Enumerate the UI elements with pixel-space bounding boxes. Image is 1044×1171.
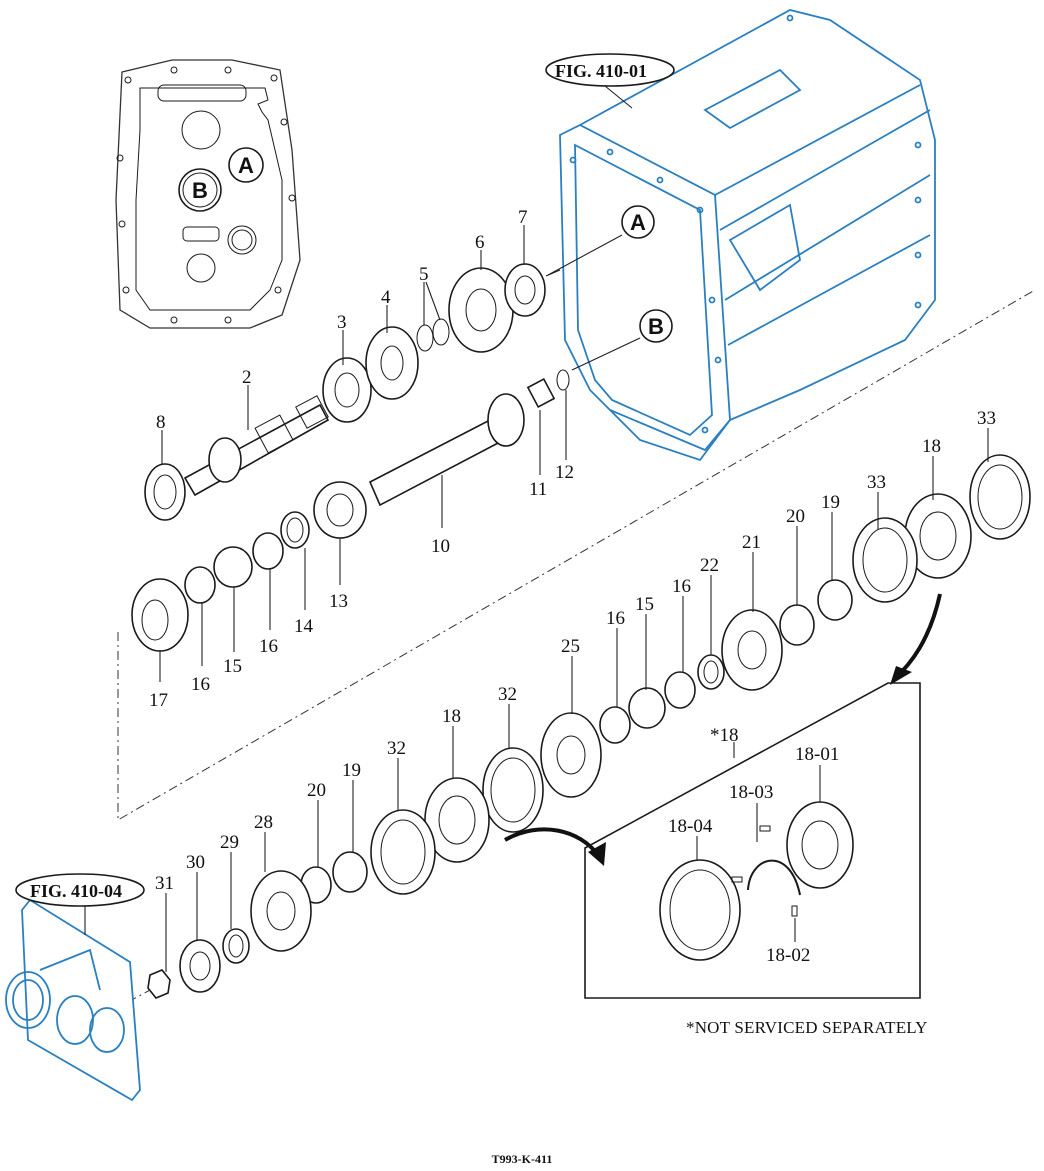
marker-b-case-text: B [648,314,664,339]
part-label-17: 17 [149,690,168,711]
fig-410-04-label: FIG. 410-04 [30,881,122,901]
part-label-32b: 32 [387,738,406,759]
part-label-20a: 20 [786,506,805,527]
middle-gear-row [127,454,1031,1003]
part-label-33b: 33 [867,472,886,493]
part-label-16d: 16 [606,608,625,629]
part-label-16a: 16 [259,636,278,657]
part-label-2: 2 [242,367,252,388]
part-label-25: 25 [561,636,580,657]
part-labels: 2 3 4 5 6 7 8 10 11 12 13 14 16 15 16 17… [149,207,996,972]
part-label-31: 31 [155,873,174,894]
fig-410-01-label: FIG. 410-01 [555,61,647,81]
not-serviced-note: *NOT SERVICED SEPARATELY [686,1018,928,1037]
detail-box-18: *18 [584,682,921,999]
part-label-15a: 15 [223,656,242,677]
part-label-5: 5 [419,264,429,285]
part-label-8: 8 [156,412,166,433]
detail-box-title: *18 [710,725,739,746]
fig-410-04-callout[interactable]: FIG. 410-04 [15,873,145,935]
part-label-33a: 33 [977,408,996,429]
part-label-3: 3 [337,312,347,333]
part-label-19b: 19 [342,760,361,781]
assembly-centerline [117,289,1036,821]
part-label-14: 14 [294,616,314,637]
part-label-4: 4 [381,287,391,308]
marker-a-case: A [547,205,655,276]
part-label-21: 21 [742,532,761,553]
part-label-16b: 16 [191,674,210,695]
part-label-18-03: 18-03 [729,782,773,803]
housing-fig-410-04 [5,898,141,1102]
part-label-30: 30 [186,852,205,873]
transmission-housing-fig-410-01: A B [547,9,936,462]
part-label-28: 28 [254,812,273,833]
marker-a-case-text: A [630,210,646,235]
fig-410-01-callout[interactable]: FIG. 410-01 [545,53,675,109]
marker-a-housing: A [228,147,264,183]
part-label-11: 11 [529,479,547,500]
part-label-18-04: 18-04 [668,816,713,837]
marker-b-housing: B [178,168,222,212]
housing-front-view: A B [115,59,301,329]
drawing-code: T993-K-411 [491,1152,553,1166]
part-label-10: 10 [431,536,450,557]
marker-b-text: B [192,178,208,203]
upper-shaft-assembly [144,263,561,521]
part-label-18a: 18 [922,436,941,457]
part-label-32a: 32 [498,684,517,705]
part-label-15b: 15 [635,594,654,615]
part-label-29: 29 [220,832,239,853]
part-label-22: 22 [700,555,719,576]
marker-a-text: A [238,153,254,178]
part-label-16c: 16 [672,576,691,597]
part-label-18-02: 18-02 [766,945,810,966]
main-shaft-assembly [131,369,570,652]
part-label-7: 7 [518,207,528,228]
marker-b-case: B [571,309,673,371]
part-label-19a: 19 [821,492,840,513]
detail-arrows [504,593,942,866]
part-label-20b: 20 [307,780,326,801]
part-label-13: 13 [329,591,348,612]
part-label-18b: 18 [442,706,461,727]
part-label-18-01: 18-01 [795,744,839,765]
part-label-12: 12 [555,462,574,483]
part-label-6: 6 [475,232,485,253]
